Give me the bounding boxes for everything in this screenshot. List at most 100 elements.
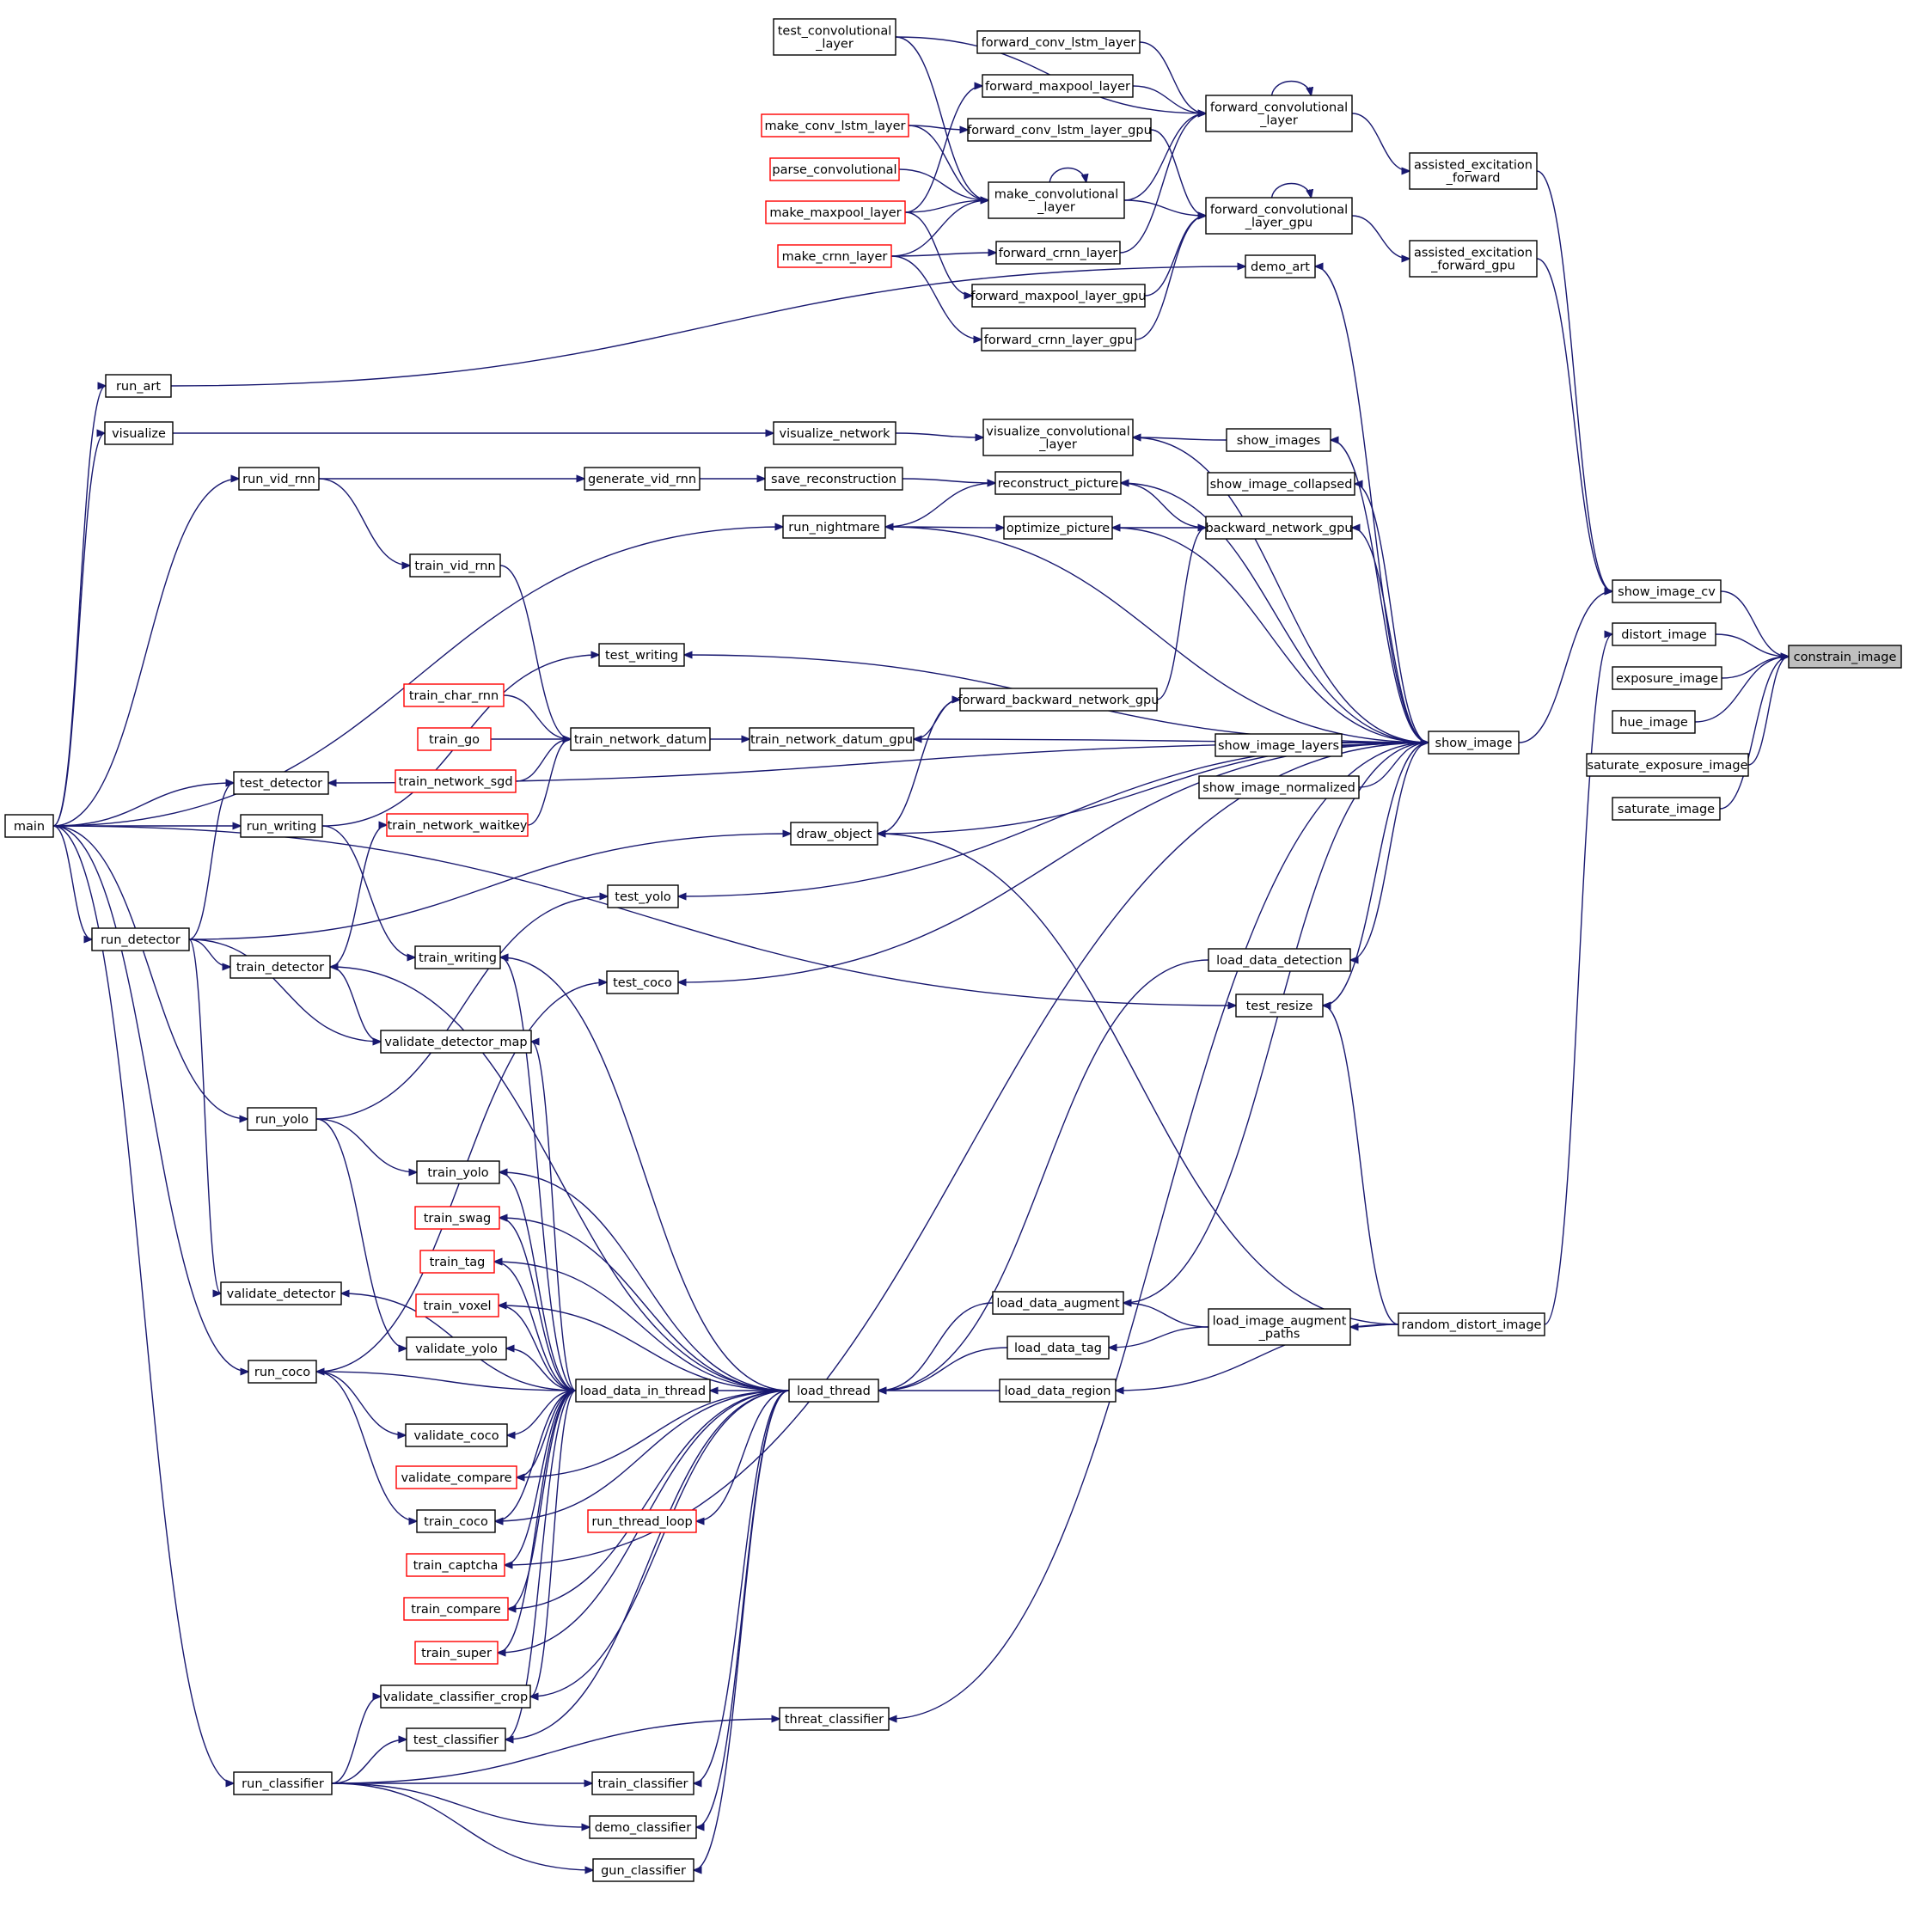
node-parse-convolutional[interactable]: parse_convolutional bbox=[769, 157, 900, 181]
node-train-vid-rnn[interactable]: train_vid_rnn bbox=[409, 553, 501, 578]
node-assisted-excitation-forward-gpu[interactable]: assisted_excitation_forward_gpu bbox=[1409, 240, 1538, 278]
node-validate-detector[interactable]: validate_detector bbox=[220, 1281, 342, 1305]
node-run-nightmare[interactable]: run_nightmare bbox=[782, 515, 886, 539]
node-load-image-augment-paths[interactable]: load_image_augment_paths bbox=[1208, 1308, 1351, 1346]
node-train-coco[interactable]: train_coco bbox=[416, 1509, 496, 1533]
node-run-vid-rnn[interactable]: run_vid_rnn bbox=[238, 467, 320, 491]
node-label: _forward_gpu bbox=[1430, 260, 1515, 273]
node-validate-yolo[interactable]: validate_yolo bbox=[406, 1336, 507, 1360]
node-visualize[interactable]: visualize bbox=[104, 421, 174, 445]
node-show-image-normalized[interactable]: show_image_normalized bbox=[1198, 775, 1360, 799]
node-optimize-picture[interactable]: optimize_picture bbox=[1003, 516, 1113, 540]
node-run-writing[interactable]: run_writing bbox=[240, 814, 323, 838]
node-make-maxpool-layer[interactable]: make_maxpool_layer bbox=[765, 200, 906, 224]
node-saturate-exposure-image[interactable]: saturate_exposure_image bbox=[1586, 753, 1749, 777]
node-load-data-region[interactable]: load_data_region bbox=[999, 1379, 1117, 1403]
node-generate-vid-rnn[interactable]: generate_vid_rnn bbox=[584, 467, 701, 491]
node-load-data-augment[interactable]: load_data_augment bbox=[992, 1291, 1124, 1315]
edge-path bbox=[315, 1118, 417, 1172]
node-load-data-tag[interactable]: load_data_tag bbox=[1007, 1336, 1110, 1360]
node-assisted-excitation-forward[interactable]: assisted_excitation_forward bbox=[1409, 152, 1538, 190]
node-run-coco[interactable]: run_coco bbox=[248, 1360, 317, 1384]
node-validate-detector-map[interactable]: validate_detector_map bbox=[380, 1030, 532, 1054]
node-train-go[interactable]: train_go bbox=[417, 727, 492, 751]
node-show-image-layers[interactable]: show_image_layers bbox=[1215, 733, 1343, 757]
node-validate-compare[interactable]: validate_compare bbox=[395, 1465, 517, 1489]
node-make-convolutional-layer[interactable]: make_convolutional_layer bbox=[988, 181, 1125, 219]
node-load-data-detection[interactable]: load_data_detection bbox=[1208, 948, 1351, 972]
edge-load-data-augment-to-load-thread bbox=[878, 1302, 994, 1391]
node-validate-classifier-crop[interactable]: validate_classifier_crop bbox=[380, 1684, 531, 1709]
node-reconstruct-picture[interactable]: reconstruct_picture bbox=[994, 471, 1122, 495]
node-random-distort-image[interactable]: random_distort_image bbox=[1398, 1312, 1545, 1336]
node-train-voxel[interactable]: train_voxel bbox=[415, 1293, 499, 1318]
edge-path bbox=[331, 1719, 780, 1784]
node-train-network-sgd[interactable]: train_network_sgd bbox=[395, 769, 517, 793]
edge-main-to-run-classifier bbox=[52, 825, 234, 1783]
node-show-image[interactable]: show_image bbox=[1428, 731, 1520, 755]
node-gun-classifier[interactable]: gun_classifier bbox=[592, 1858, 694, 1882]
node-run-detector[interactable]: run_detector bbox=[91, 927, 190, 951]
node-train-detector[interactable]: train_detector bbox=[229, 955, 331, 979]
node-threat-classifier[interactable]: threat_classifier bbox=[779, 1707, 890, 1731]
node-run-thread-loop[interactable]: run_thread_loop bbox=[587, 1509, 697, 1533]
node-make-crnn-layer[interactable]: make_crnn_layer bbox=[777, 244, 892, 268]
edge-load-thread-to-train-voxel bbox=[499, 1305, 790, 1391]
node-test-coco[interactable]: test_coco bbox=[606, 970, 679, 994]
node-forward-backward-network-gpu[interactable]: forward_backward_network_gpu bbox=[958, 688, 1159, 712]
node-train-classifier[interactable]: train_classifier bbox=[591, 1771, 694, 1795]
node-run-classifier[interactable]: run_classifier bbox=[233, 1771, 333, 1795]
edge-path bbox=[52, 825, 248, 1372]
node-test-yolo[interactable]: test_yolo bbox=[607, 884, 679, 908]
node-visualize-convolutional-layer[interactable]: visualize_convolutional_layer bbox=[982, 419, 1134, 456]
node-forward-maxpool-layer-gpu[interactable]: forward_maxpool_layer_gpu bbox=[971, 284, 1147, 308]
node-train-network-datum-gpu[interactable]: train_network_datum_gpu bbox=[749, 727, 915, 751]
node-test-convolutional-layer[interactable]: test_convolutional_layer bbox=[773, 18, 896, 56]
node-train-tag[interactable]: train_tag bbox=[419, 1250, 495, 1274]
node-test-detector[interactable]: test_detector bbox=[233, 771, 329, 795]
node-test-resize[interactable]: test_resize bbox=[1235, 994, 1324, 1018]
node-train-compare[interactable]: train_compare bbox=[403, 1597, 509, 1621]
node-test-classifier[interactable]: test_classifier bbox=[406, 1727, 506, 1752]
node-distort-image[interactable]: distort_image bbox=[1612, 622, 1716, 646]
node-train-network-datum[interactable]: train_network_datum bbox=[570, 727, 711, 751]
node-backward-network-gpu[interactable]: backward_network_gpu bbox=[1205, 516, 1353, 540]
node-run-yolo[interactable]: run_yolo bbox=[247, 1107, 317, 1131]
node-train-super[interactable]: train_super bbox=[414, 1641, 499, 1665]
node-test-writing[interactable]: test_writing bbox=[598, 643, 685, 667]
node-show-images[interactable]: show_images bbox=[1226, 428, 1331, 452]
node-hue-image[interactable]: hue_image bbox=[1612, 710, 1696, 734]
node-exposure-image[interactable]: exposure_image bbox=[1612, 666, 1722, 690]
edge-make-convolutional-layer-to-make-convolutional-layer bbox=[1049, 168, 1086, 183]
node-train-swag[interactable]: train_swag bbox=[414, 1206, 500, 1230]
node-show-image-cv[interactable]: show_image_cv bbox=[1612, 579, 1722, 603]
node-visualize-network[interactable]: visualize_network bbox=[773, 421, 896, 445]
node-train-writing[interactable]: train_writing bbox=[414, 945, 501, 969]
node-main[interactable]: main bbox=[4, 814, 54, 838]
node-saturate-image[interactable]: saturate_image bbox=[1612, 797, 1721, 821]
node-train-yolo[interactable]: train_yolo bbox=[416, 1160, 500, 1184]
node-demo-classifier[interactable]: demo_classifier bbox=[589, 1815, 697, 1839]
node-train-char-rnn[interactable]: train_char_rnn bbox=[403, 683, 505, 707]
node-run-art[interactable]: run_art bbox=[105, 374, 172, 398]
node-forward-crnn-layer-gpu[interactable]: forward_crnn_layer_gpu bbox=[981, 327, 1136, 352]
node-forward-convolutional-layer[interactable]: forward_convolutional_layer bbox=[1205, 95, 1353, 132]
node-train-network-waitkey[interactable]: train_network_waitkey bbox=[386, 813, 529, 837]
node-train-captcha[interactable]: train_captcha bbox=[406, 1553, 505, 1577]
node-forward-conv-lstm-layer[interactable]: forward_conv_lstm_layer bbox=[976, 30, 1141, 54]
node-make-conv-lstm-layer[interactable]: make_conv_lstm_layer bbox=[761, 113, 909, 138]
node-demo-art[interactable]: demo_art bbox=[1245, 254, 1316, 278]
node-forward-convolutional-layer-gpu[interactable]: forward_convolutional_layer_gpu bbox=[1205, 197, 1353, 235]
node-load-thread[interactable]: load_thread bbox=[788, 1379, 879, 1403]
node-forward-conv-lstm-layer-gpu[interactable]: forward_conv_lstm_layer_gpu bbox=[967, 118, 1152, 142]
node-save-reconstruction[interactable]: save_reconstruction bbox=[764, 467, 903, 491]
edge-path bbox=[890, 253, 996, 256]
node-validate-coco[interactable]: validate_coco bbox=[405, 1423, 508, 1447]
node-draw-object[interactable]: draw_object bbox=[790, 822, 878, 846]
node-constrain-image[interactable]: constrain_image bbox=[1788, 645, 1902, 669]
node-load-data-in-thread[interactable]: load_data_in_thread bbox=[575, 1379, 711, 1403]
node-forward-maxpool-layer[interactable]: forward_maxpool_layer bbox=[982, 74, 1134, 98]
node-show-image-collapsed[interactable]: show_image_collapsed bbox=[1207, 472, 1355, 496]
node-forward-crnn-layer[interactable]: forward_crnn_layer bbox=[995, 241, 1121, 265]
node-label: validate_detector_map bbox=[384, 1036, 527, 1049]
